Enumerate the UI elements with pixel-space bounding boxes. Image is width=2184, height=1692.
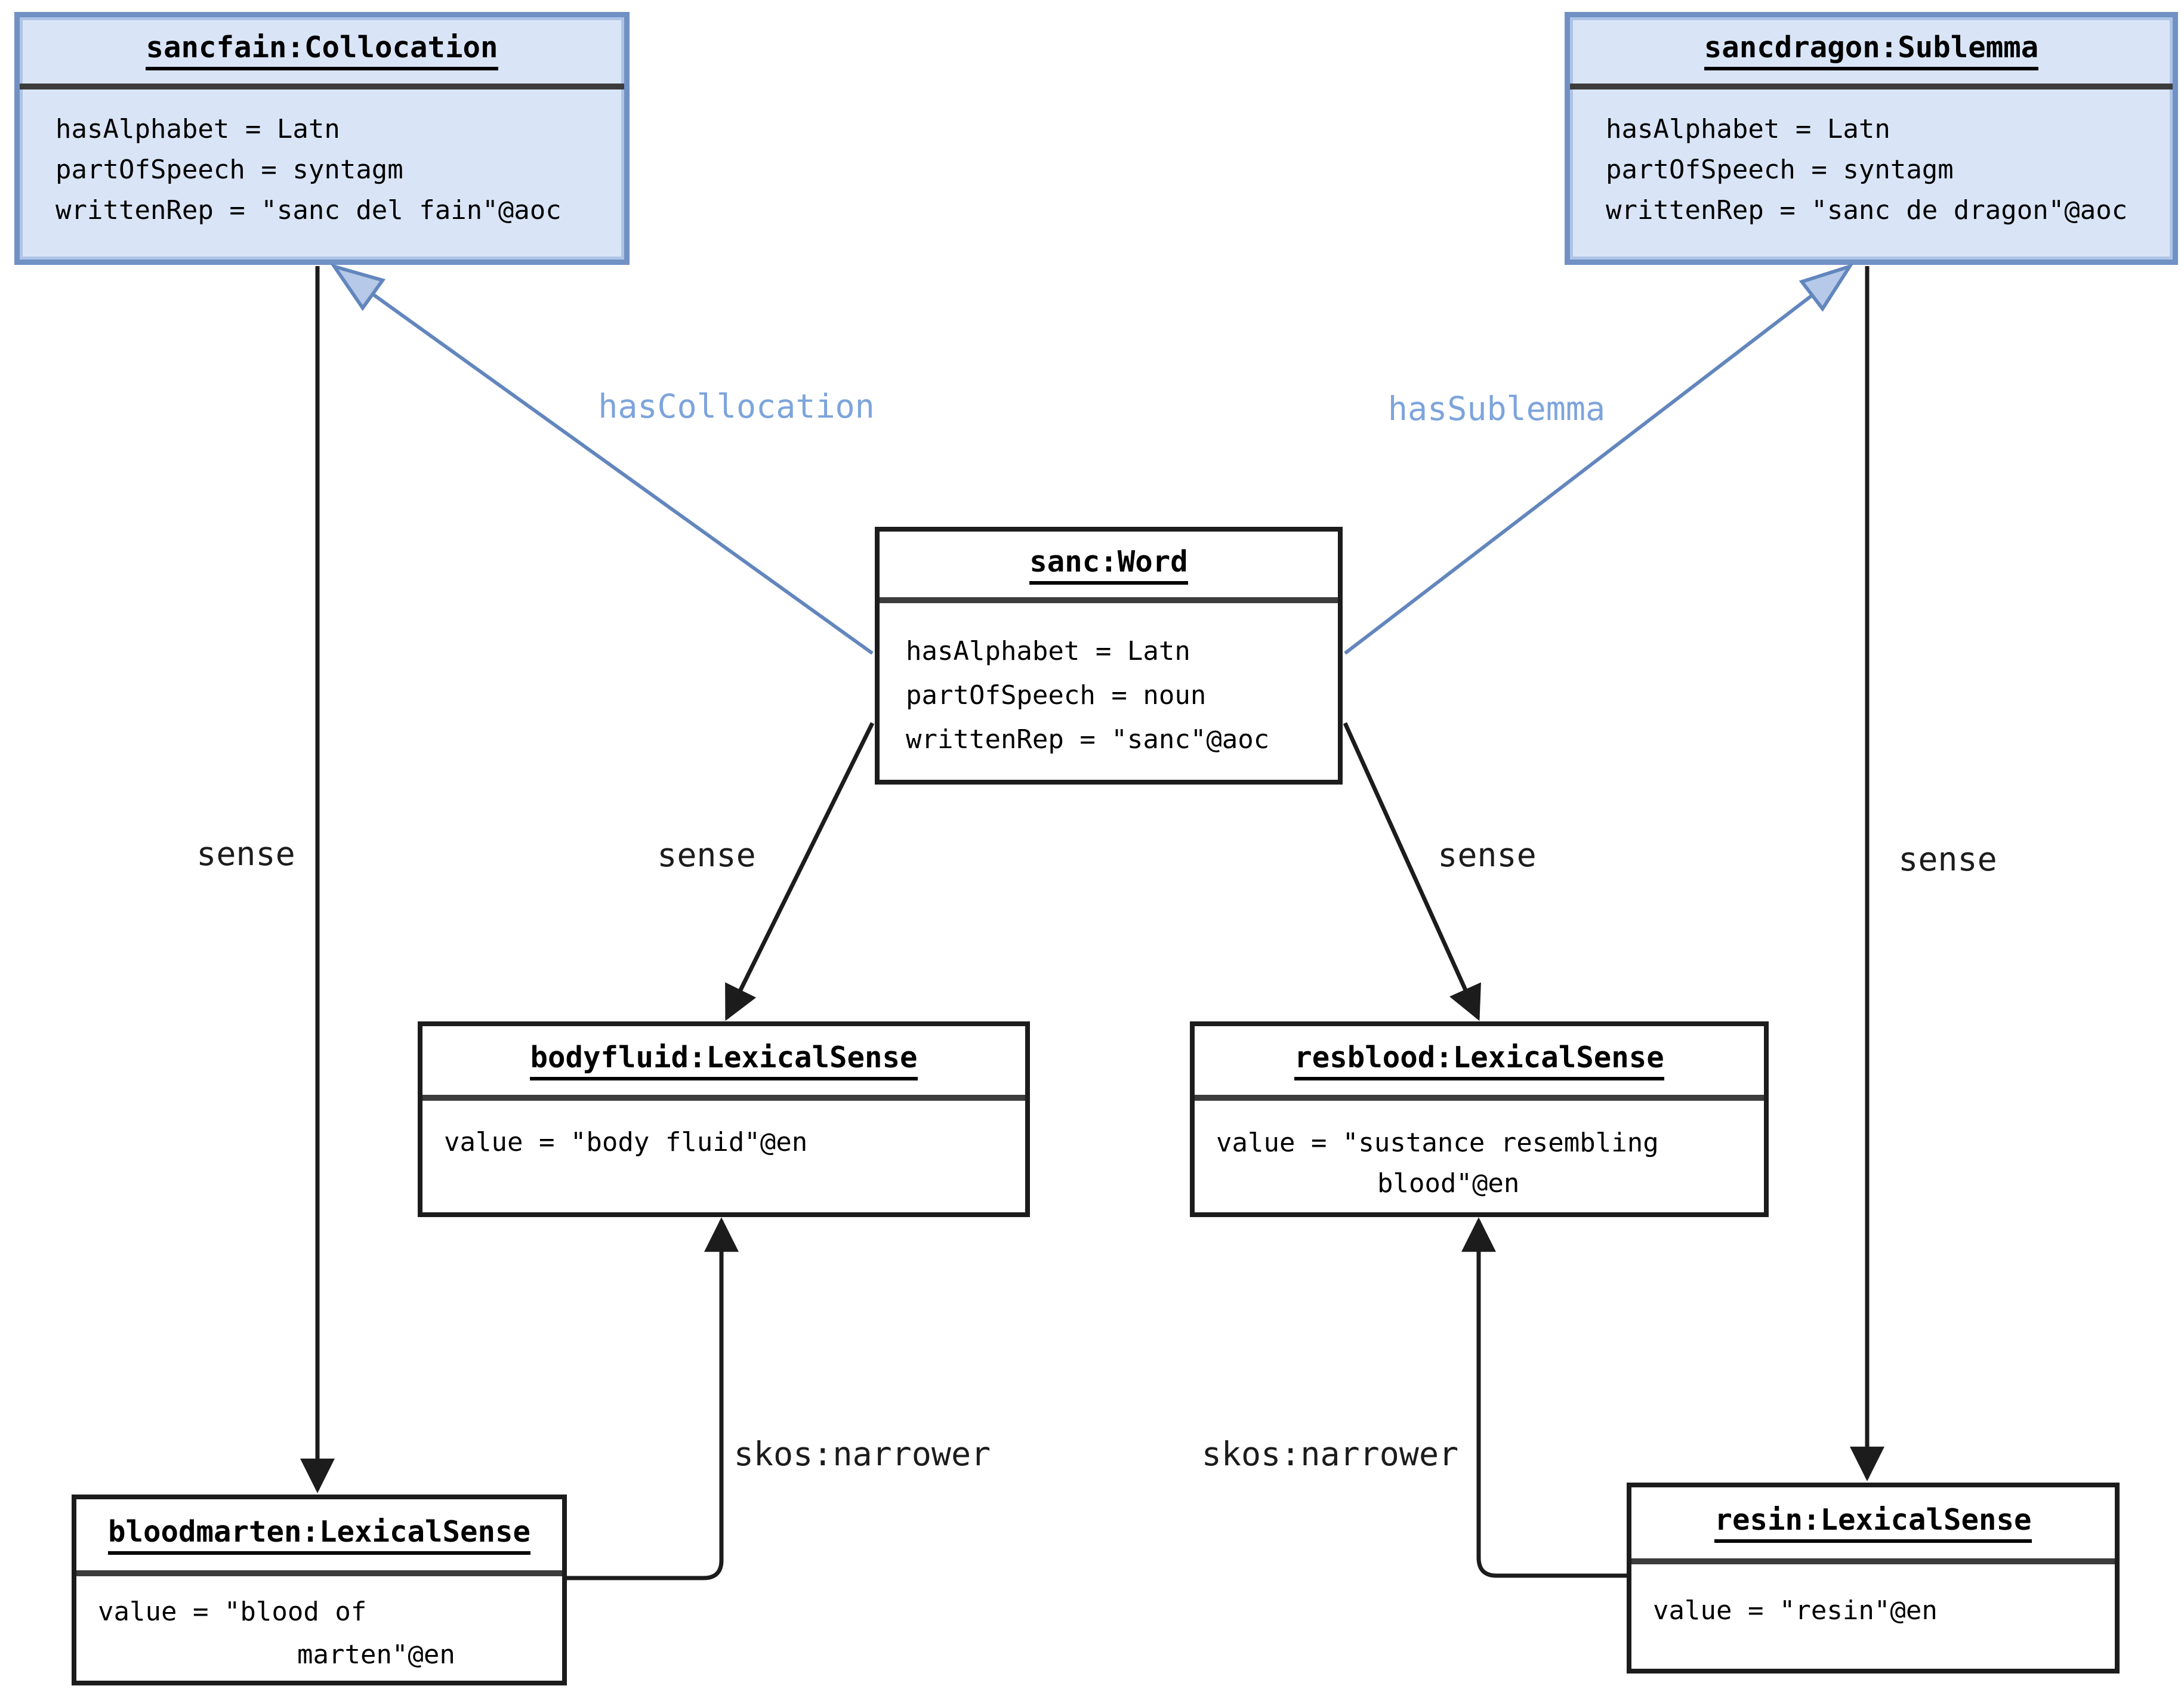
node-attribute: value = "resin"@en xyxy=(1653,1595,1938,1626)
edge-label-sense: sense xyxy=(1438,836,1537,874)
node-sancdragon-sublemma: sancdragon:Sublemma hasAlphabet = Latn p… xyxy=(1565,12,2178,265)
node-attribute: writtenRep = "sanc del fain"@aoc xyxy=(55,195,562,226)
node-title: resin:LexicalSense xyxy=(1714,1503,2032,1543)
node-title: sancfain:Collocation xyxy=(146,30,498,70)
node-attribute: value = "blood of xyxy=(98,1597,367,1627)
node-attribute: hasAlphabet = Latn xyxy=(906,636,1190,666)
node-header: sanc:Word xyxy=(880,532,1338,603)
node-title: bloodmarten:LexicalSense xyxy=(107,1515,530,1555)
edge-label-hassublemma: hasSublemma xyxy=(1387,390,1606,428)
node-title: sancdragon:Sublemma xyxy=(1704,30,2039,70)
node-header: bloodmarten:LexicalSense xyxy=(76,1499,562,1576)
edge-skos-narrower-right-line xyxy=(1461,1217,1627,1578)
node-attribute: hasAlphabet = Latn xyxy=(1606,114,1890,144)
node-attribute: writtenRep = "sanc de dragon"@aoc xyxy=(1606,195,2128,226)
edge-skos-narrower-left-line xyxy=(567,1217,739,1580)
node-bodyfluid-lexicalsense: bodyfluid:LexicalSense value = "body flu… xyxy=(418,1021,1030,1217)
node-header: sancfain:Collocation xyxy=(20,17,624,89)
edge-hassublemma-line xyxy=(1344,267,1849,655)
node-sanc-word: sanc:Word hasAlphabet = Latn partOfSpeec… xyxy=(875,527,1343,785)
node-resblood-lexicalsense: resblood:LexicalSense value = "sustance … xyxy=(1190,1021,1769,1217)
node-attributes: value = "sustance resembling blood"@en xyxy=(1195,1101,1764,1204)
node-attributes: value = "resin"@en xyxy=(1631,1564,2115,1631)
node-title: sanc:Word xyxy=(1029,545,1188,585)
edge-label-sense: sense xyxy=(1898,840,1997,878)
node-attribute: value = "sustance resembling xyxy=(1216,1128,1659,1158)
node-header: sancdragon:Sublemma xyxy=(1570,17,2173,89)
edge-label-skos-narrower: skos:narrower xyxy=(733,1435,991,1473)
node-attribute: value = "body fluid"@en xyxy=(444,1127,808,1157)
node-header: bodyfluid:LexicalSense xyxy=(422,1026,1025,1101)
edge-label-hascollocation: hasCollocation xyxy=(598,387,875,425)
edge-hascollocation-line xyxy=(335,267,874,655)
node-attributes: value = "body fluid"@en xyxy=(422,1101,1025,1163)
edge-label-sense: sense xyxy=(657,836,756,874)
node-bloodmarten-lexicalsense: bloodmarten:LexicalSense value = "blood … xyxy=(72,1495,567,1685)
node-attribute: hasAlphabet = Latn xyxy=(55,114,340,144)
node-sancfain-collocation: sancfain:Collocation hasAlphabet = Latn … xyxy=(14,12,630,265)
node-resin-lexicalsense: resin:LexicalSense value = "resin"@en xyxy=(1627,1483,2120,1674)
node-attribute: partOfSpeech = syntagm xyxy=(1606,155,1954,185)
edge-label-skos-narrower: skos:narrower xyxy=(1201,1435,1459,1473)
node-attributes: hasAlphabet = Latn partOfSpeech = syntag… xyxy=(20,89,624,231)
node-attribute: marten"@en xyxy=(297,1639,455,1670)
node-attribute: writtenRep = "sanc"@aoc xyxy=(906,724,1270,755)
node-attribute: partOfSpeech = syntagm xyxy=(55,155,403,185)
node-attribute: partOfSpeech = noun xyxy=(906,680,1207,711)
node-attributes: hasAlphabet = Latn partOfSpeech = syntag… xyxy=(1570,89,2173,231)
node-attributes: hasAlphabet = Latn partOfSpeech = noun w… xyxy=(880,603,1338,762)
edge-label-sense: sense xyxy=(196,835,295,873)
node-title: bodyfluid:LexicalSense xyxy=(530,1040,918,1080)
node-attributes: value = "blood of marten"@en xyxy=(76,1576,562,1676)
node-header: resblood:LexicalSense xyxy=(1195,1026,1764,1101)
node-title: resblood:LexicalSense xyxy=(1294,1040,1664,1080)
node-attribute: blood"@en xyxy=(1377,1168,1520,1199)
node-header: resin:LexicalSense xyxy=(1631,1487,2115,1564)
